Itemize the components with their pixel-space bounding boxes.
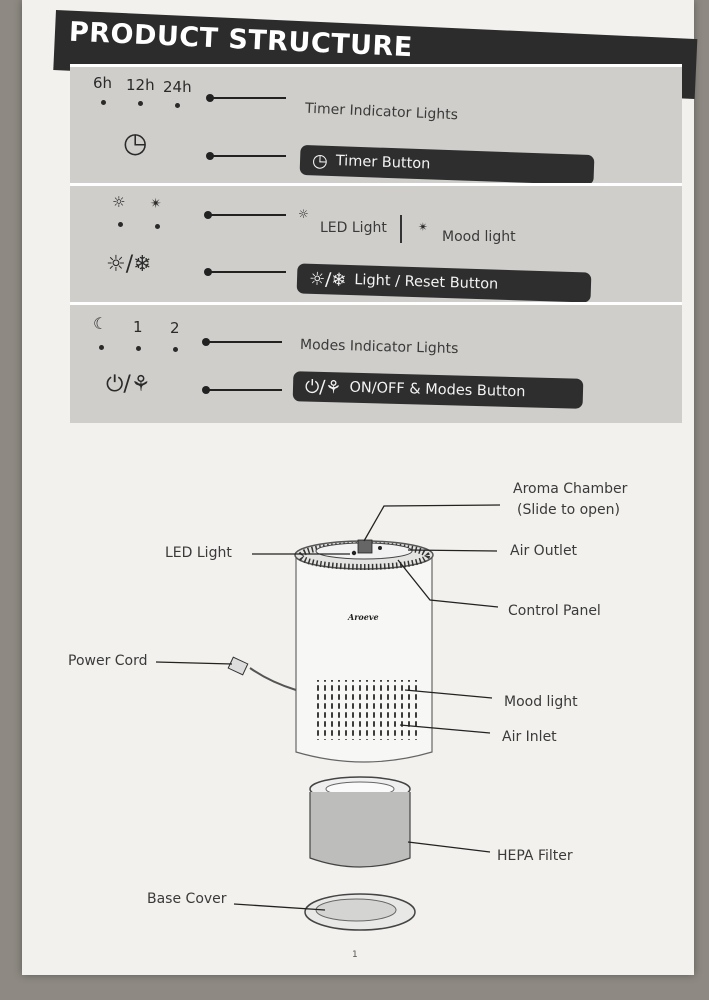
aroma-chamber-note: (Slide to open) [517,502,620,518]
sleep-icon: ☾ [93,314,108,333]
sun-icon: ☼ [298,207,309,221]
aroma-chamber [357,539,373,554]
base-cover-label: Base Cover [147,891,227,907]
led-light-point [378,546,382,550]
power-cord-label: Power Cord [68,653,148,669]
timer-light-dot [175,103,180,108]
mode-indicator-1: 1 [133,318,143,336]
timer-indicator-24h: 24h [163,78,192,96]
hepa-filter-label: HEPA Filter [497,848,573,864]
timer-light-dot [101,100,106,105]
callout-lines [155,504,501,911]
air-outlet-label: Air Outlet [510,543,578,559]
sun-dim-icon: ✴ [150,196,162,212]
mode-light-dot [136,346,141,351]
divider [400,215,402,243]
leader-line [202,386,282,394]
light-dot [155,224,160,229]
timer-indicator-12h: 12h [126,76,155,94]
power-cord [249,667,297,691]
control-panel-label: Control Panel [508,603,601,619]
mode-light-dot [173,347,178,352]
power-fan-icon: ⏻/⚘ [106,372,151,397]
mode-indicator-2: 2 [170,319,180,337]
timer-light-dot [138,101,143,106]
leader-line [204,268,286,276]
air-inlet-grille [312,680,418,740]
sun-dim-icon: ✴ [418,220,429,234]
aroma-chamber-label: Aroma Chamber [513,481,628,497]
sun-icon: ☼ [112,193,126,211]
clock-icon: ◷ [123,126,148,159]
leader-line [206,94,286,102]
base-cover-inner [315,898,397,922]
mood-light-callout: Mood light [504,694,578,710]
timer-indicator-6h: 6h [93,74,113,92]
leader-line [206,152,286,160]
air-inlet-label: Air Inlet [502,729,557,745]
mode-light-dot [99,345,104,350]
light-dot [118,222,123,227]
control-panel [351,550,357,556]
filter-body [309,792,411,868]
page-number: 1 [352,950,358,960]
power-plug [227,656,249,676]
led-light-label: LED Light [320,220,387,236]
led-light-callout: LED Light [165,545,232,561]
mood-light-label: Mood light [442,229,516,245]
leader-line [202,338,282,346]
leader-line [204,211,286,219]
light-reset-icon: ☼/❄ [106,252,152,277]
brand-logo: Aroeve [347,612,379,622]
